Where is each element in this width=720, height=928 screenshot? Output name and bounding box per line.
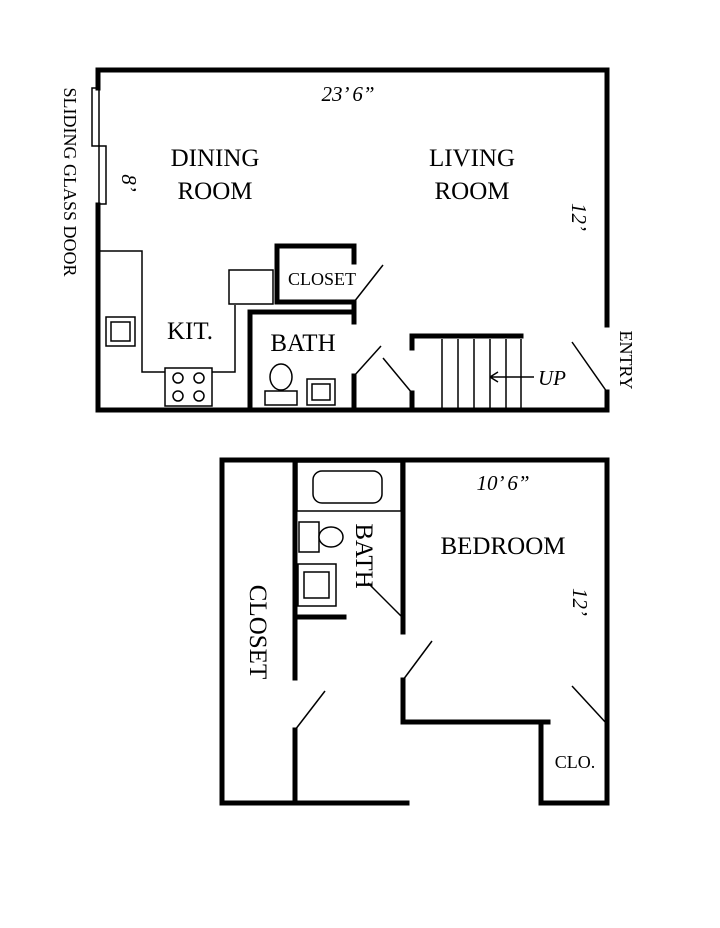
bath-door-swing — [353, 345, 382, 377]
entry-label: ENTRY — [616, 330, 636, 389]
bedroom-door-swing — [402, 640, 433, 681]
sliding-glass-door-label: SLIDING GLASS DOOR — [60, 87, 80, 276]
second-floor-bath-label: BATH — [350, 523, 377, 588]
stairs — [441, 339, 534, 408]
bathtub-icon — [296, 461, 402, 512]
stairs-arrow — [489, 371, 534, 383]
dining-depth-dim: 8’ — [117, 174, 141, 192]
living-depth-dim: 12’ — [567, 203, 591, 231]
bath-sink-icon — [306, 378, 336, 406]
long-closet-door-swing — [294, 690, 326, 731]
small-closet-door-swing — [571, 685, 608, 725]
first-floor: 23’ 6” 8’ 12’ DINING ROOM LIVING ROOM CL… — [60, 67, 636, 413]
storage-door-swing — [382, 357, 413, 394]
bedroom-label: BEDROOM — [440, 533, 565, 560]
bedroom-left-wall — [400, 677, 551, 725]
second-floor-bath-door-swing — [367, 582, 404, 619]
kitchen-counter — [100, 250, 236, 373]
dining-room-label-2: ROOM — [177, 178, 252, 205]
stair-wall — [409, 333, 524, 351]
living-room-label-2: ROOM — [434, 178, 509, 205]
dining-room-label-1: DINING — [171, 145, 260, 172]
entry-door-swing — [571, 341, 608, 393]
first-floor-bath-label: BATH — [270, 330, 335, 357]
long-closet-label: CLOSET — [244, 585, 271, 679]
second-floor: 10’ 6” BEDROOM 12’ BATH CLOSET CLO. — [219, 457, 610, 806]
closet-walls — [274, 243, 357, 325]
first-floor-width-dim: 23’ 6” — [321, 82, 374, 106]
living-room-label-1: LIVING — [429, 145, 515, 172]
closet-door-swing — [353, 264, 384, 303]
kitchen-label: KIT. — [167, 318, 213, 345]
small-closet-label: CLO. — [555, 752, 596, 772]
small-closet-walls — [538, 719, 610, 806]
bedroom-depth-dim: 12’ — [568, 588, 592, 616]
stairs-up-label: UP — [538, 366, 566, 390]
first-floor-closet-label: CLOSET — [288, 269, 356, 289]
toilet-icon — [264, 363, 298, 406]
upstairs-sink-icon — [297, 563, 337, 607]
sliding-glass-door — [91, 87, 107, 205]
upstairs-toilet-icon — [298, 521, 344, 553]
refrigerator-icon — [228, 269, 274, 305]
bedroom-width-dim: 10’ 6” — [476, 471, 529, 495]
stove-icon — [164, 367, 213, 407]
bath-walls — [247, 309, 357, 413]
